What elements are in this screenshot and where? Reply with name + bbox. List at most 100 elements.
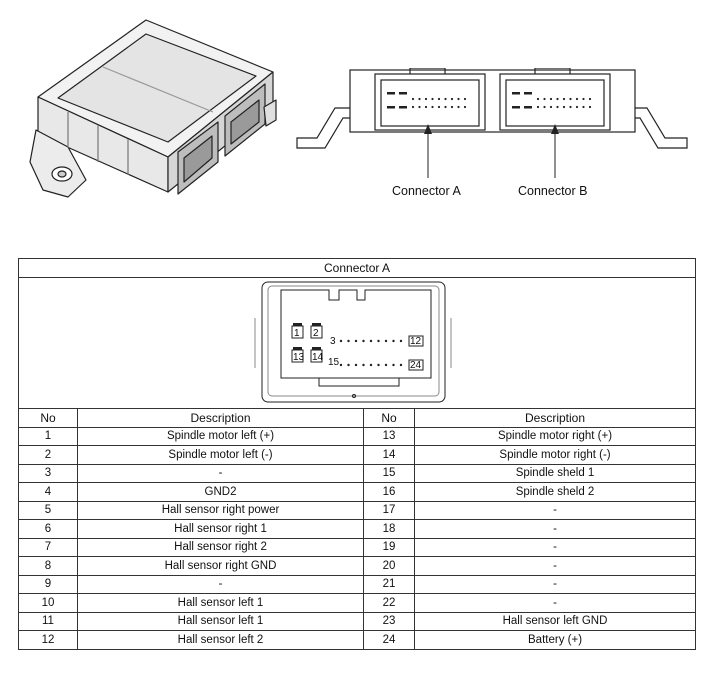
pin-label-13: 13: [293, 352, 305, 363]
pin-description: -: [413, 556, 697, 576]
pin-dot: [543, 97, 546, 101]
pin-number: 9: [18, 574, 78, 594]
pin-number: 1: [18, 426, 78, 446]
pin-dot: [543, 105, 546, 109]
pin-number: 7: [18, 537, 78, 557]
pin-description: Hall sensor left 1: [77, 611, 364, 631]
pin-label-1: 1: [294, 328, 300, 339]
pin-dot: [347, 363, 350, 367]
pin-description: Spindle motor left (+): [77, 426, 364, 446]
pin-number: 17: [363, 500, 415, 520]
pin-dot: [457, 97, 460, 101]
pin-dot: [562, 97, 566, 101]
pin-dot: [418, 105, 421, 109]
pin-number: 5: [18, 500, 78, 520]
pin-dot: [369, 363, 373, 367]
pin-dot: [444, 105, 447, 109]
pin-dot: [431, 97, 434, 101]
pin-label-2: 2: [313, 328, 319, 339]
pin-description: Hall sensor right 1: [77, 519, 364, 539]
pin-dot: [588, 105, 592, 109]
pin-dot: [536, 97, 540, 101]
connector-a-pin-table: Connector A: [17, 258, 697, 650]
pin-description: Hall sensor left 2: [77, 630, 364, 650]
connector-b-housing: [499, 73, 611, 131]
pin-number: 11: [18, 611, 78, 631]
pin-dot: [444, 97, 447, 101]
pin-description: Spindle motor left (-): [77, 445, 364, 465]
pin-label-24: 24: [410, 360, 422, 371]
pin-number: 23: [363, 611, 415, 631]
pin-description: Hall sensor left GND: [413, 611, 697, 631]
pin-dot: [450, 97, 454, 101]
pin-dot: [575, 105, 579, 109]
pin-dot: [411, 97, 415, 101]
pin-dot: [399, 363, 403, 367]
pin-description: -: [413, 593, 697, 613]
pin-label-15: 15: [328, 357, 340, 368]
pin-dot: [457, 105, 460, 109]
pin-description: -: [413, 537, 697, 557]
pin-dot: [536, 105, 540, 109]
pin-dot: [377, 363, 380, 367]
pin-number: 12: [18, 630, 78, 650]
pin-dot: [437, 105, 441, 109]
pin-description: Spindle motor right (+): [413, 426, 697, 446]
pin-dot: [582, 97, 585, 101]
pin-number: 4: [18, 482, 78, 502]
pin-dot: [384, 339, 388, 343]
pin-number: 13: [363, 426, 415, 446]
pin-description: Spindle sheld 1: [413, 463, 697, 483]
pin-number: 18: [363, 519, 415, 539]
pin-dot: [556, 105, 559, 109]
pin-label-3: 3: [330, 336, 336, 347]
pin-description: -: [77, 574, 364, 594]
pin-description: Spindle sheld 2: [413, 482, 697, 502]
pin-number: 20: [363, 556, 415, 576]
pin-dot: [424, 97, 428, 101]
table-title: Connector A: [17, 258, 697, 278]
pin-dot: [569, 105, 572, 109]
pin-description: -: [413, 519, 697, 539]
pin-description: -: [413, 574, 697, 594]
module-front-view: [296, 68, 688, 149]
pin-dot: [588, 97, 592, 101]
pin-dot: [424, 105, 428, 109]
pin-dot: [549, 97, 553, 101]
pin-dot: [437, 97, 441, 101]
pin-description: GND2: [77, 482, 364, 502]
pin-number: 19: [363, 537, 415, 557]
pin-description: Hall sensor right power: [77, 500, 364, 520]
pin-number: 2: [18, 445, 78, 465]
pin-dot: [549, 105, 553, 109]
pin-dot: [556, 97, 559, 101]
pin-number: 16: [363, 482, 415, 502]
connector-a-housing: [374, 73, 486, 131]
connector-face-cell: 1 2 3 12 13 14 15 24: [17, 277, 697, 409]
pin-dot: [575, 97, 579, 101]
table-header-row: No Description No Description: [18, 408, 697, 428]
pin-number: 6: [18, 519, 78, 539]
pin-number: 24: [363, 630, 415, 650]
pin-dot: [339, 339, 343, 343]
pin-number: 3: [18, 463, 78, 483]
pin-dot: [362, 363, 365, 367]
pin-dot: [450, 105, 454, 109]
pin-dot: [369, 339, 373, 343]
pin-number: 10: [18, 593, 78, 613]
pin-dot: [392, 363, 395, 367]
pin-dot: [377, 339, 380, 343]
ecu-module-illustration: [29, 19, 277, 198]
pin-dot: [463, 97, 467, 101]
pin-description: Battery (+): [413, 630, 697, 650]
pin-number: 14: [363, 445, 415, 465]
pin-label-14: 14: [312, 352, 324, 363]
pin-label-12: 12: [410, 336, 422, 347]
